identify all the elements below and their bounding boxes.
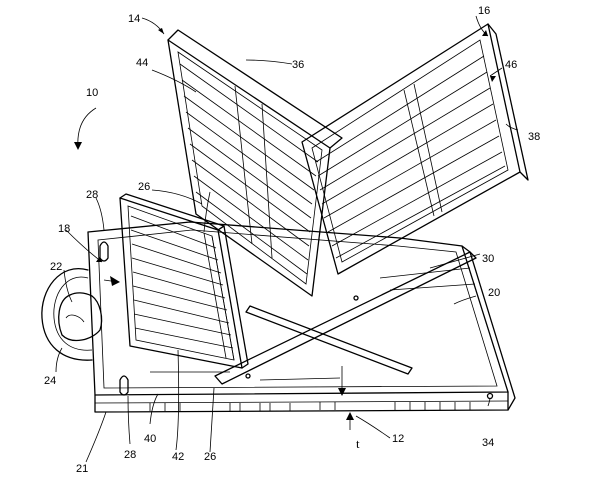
label-36: 36 <box>292 59 304 71</box>
rack-16 <box>301 23 529 275</box>
label-21: 21 <box>76 463 88 475</box>
leader-lines <box>55 15 519 463</box>
label-30: 30 <box>482 253 494 265</box>
label-26a: 26 <box>138 181 150 193</box>
label-28b: 28 <box>124 449 136 461</box>
cross-bar <box>214 251 477 385</box>
rack-14 <box>167 29 343 297</box>
label-44: 44 <box>136 57 148 69</box>
label-12: 12 <box>392 433 404 445</box>
label-38: 38 <box>528 131 540 143</box>
arrowheads <box>74 28 496 420</box>
tray-handle <box>41 267 103 361</box>
small-rack <box>119 193 249 369</box>
label-10: 10 <box>86 87 98 99</box>
label-14: 14 <box>128 13 140 25</box>
label-26b: 26 <box>204 451 216 463</box>
label-34: 34 <box>482 437 494 449</box>
label-16: 16 <box>478 5 490 17</box>
reference-labels: 14 16 36 44 46 10 38 26 28 18 22 30 20 2… <box>44 5 540 475</box>
label-t: t <box>356 436 360 451</box>
t-arrows <box>103 279 351 430</box>
label-40: 40 <box>144 433 156 445</box>
label-28a: 28 <box>86 189 98 201</box>
base-tray <box>87 221 516 413</box>
label-22: 22 <box>50 261 62 273</box>
label-24: 24 <box>44 375 56 387</box>
label-46: 46 <box>505 59 517 71</box>
label-20: 20 <box>488 287 500 299</box>
label-42: 42 <box>172 451 184 463</box>
label-18: 18 <box>58 223 70 235</box>
